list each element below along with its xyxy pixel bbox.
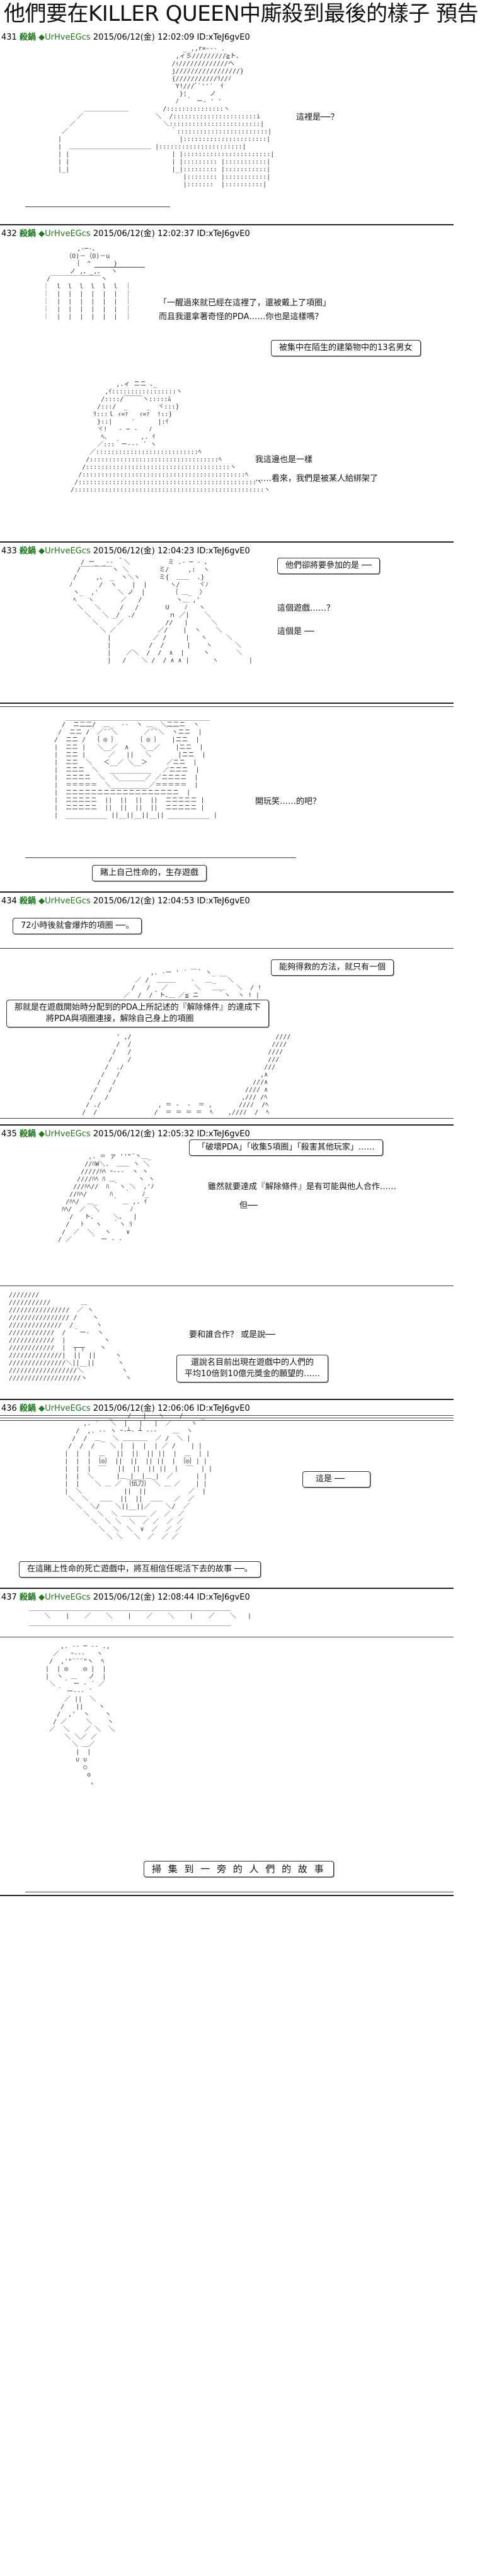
post-header: 436 殺鍋 ◆UrHveEGcs 2015/06/12(金) 12:06:06… — [1, 1401, 250, 1413]
poster-name[interactable]: 殺鍋 — [19, 33, 36, 42]
panel-line — [0, 948, 454, 949]
poster-trip: ◆UrHveEGcs — [38, 1593, 91, 1602]
narration-box: 賭上自己性命的，生存遊戲 — [92, 865, 207, 881]
panel-line — [0, 1420, 454, 1421]
panel-line — [0, 1118, 454, 1119]
poster-name[interactable]: 殺鍋 — [19, 546, 36, 556]
post-divider — [0, 703, 454, 704]
dialogue-line: 我這邊也是一樣 — [255, 455, 313, 465]
narration-box: 那就是在遊戲開始時分配到的PDA上所記述的『解除條件』的達成下 將PDA與項圈連… — [6, 1000, 269, 1027]
post-header: 435 殺鍋 ◆UrHveEGcs 2015/06/12(金) 12:05:32… — [1, 1127, 250, 1139]
narration-box: 能夠得救的方法，就只有一個 — [271, 959, 394, 976]
post-number: 436 — [1, 1404, 17, 1413]
poster-trip: ◆UrHveEGcs — [38, 546, 91, 556]
ascii-art-figure: ,-─-、 （O)－（O)－u ｛ ^ } ノ ,、_,、 ヽ /￣￣￣￣￣￣￣… — [43, 246, 132, 320]
narration-box: 「破壞PDA」「收集5項圈」「殺害其他玩家」…… — [189, 1139, 383, 1156]
post-number: 432 — [1, 229, 17, 239]
post-divider — [0, 891, 454, 893]
post-number: 433 — [1, 546, 17, 556]
narration-line: 還說名目前出現在遊戲中的人們的 — [191, 1358, 314, 1367]
poster-name[interactable]: 殺鍋 — [19, 1593, 36, 1602]
panel-line — [0, 706, 454, 707]
post-header: 433 殺鍋 ◆UrHveEGcs 2015/06/12(金) 12:04:23… — [1, 544, 250, 556]
post-number: 434 — [1, 896, 17, 906]
poster-trip: ◆UrHveEGcs — [38, 1129, 91, 1139]
post-number: 435 — [1, 1129, 17, 1139]
post-date: 2015/06/12(金) 12:08:44 ID:xTeJ6gvE0 — [93, 1593, 250, 1602]
narration-box: 還說名目前出現在遊戲中的人們的 平均10倍到10億元獎金的願望的…… — [176, 1355, 329, 1382]
narration-line: 平均10倍到10億元獎金的願望的…… — [185, 1369, 321, 1379]
poster-trip: ◆UrHveEGcs — [38, 229, 91, 239]
poster-trip: ◆UrHveEGcs — [38, 1404, 91, 1413]
post-header: 431 殺鍋 ◆UrHveEGcs 2015/06/12(金) 12:02:09… — [1, 30, 250, 42]
post-header: 434 殺鍋 ◆UrHveEGcs 2015/06/12(金) 12:04:53… — [1, 894, 250, 906]
ascii-art-figure: ,. -ー ' ´ ￣ ﾞ ヽ_ __ ／ / ＿＿＿ - ＿_ ＼ / / ／… — [123, 969, 262, 999]
panel-line — [25, 857, 296, 858]
narration-box: 他們卻將要參加的是 ── — [277, 558, 380, 574]
ascii-art-figure: / ー_ _-‐ ＾＼ ミ .- ─ - ､ /￣￣￣￣￣ヽ ＼ ミ/ ,: ヽ… — [69, 559, 253, 664]
narration-box: 這是 ── — [302, 1471, 370, 1488]
dialogue-line: 但── — [239, 1201, 258, 1211]
post-date: 2015/06/12(金) 12:05:32 ID:xTeJ6gvE0 — [93, 1129, 250, 1139]
ascii-art-figure: ＿ _ / | ヽ / ＿_ ,. ´ ＼ | | | ／ ヽ / ,. -‐ … — [64, 1413, 213, 1540]
ascii-art-figure: _ ,,r=‐‐- . ,ィ彡/////////≧ト、 /ｨ//////////… — [58, 45, 275, 188]
ascii-art-crowd: ,. -‐ ─ ‐- ., ／ ｰ‐-‐ ヽ / ,'"¨¨¨"ヽ ﾍ | | … — [45, 1643, 115, 1786]
ascii-art-figure: ' ,/ //// / / //// / / //// / / — [82, 1034, 291, 1116]
poster-name[interactable]: 殺鍋 — [19, 896, 36, 906]
dialogue-line: 而且我還拿著奇怪的PDA……你也是這樣嗎？ — [159, 312, 323, 322]
post-divider — [0, 1895, 454, 1896]
poster-trip: ◆UrHveEGcs — [38, 896, 91, 906]
post-divider — [0, 1124, 454, 1126]
ground-line — [94, 267, 145, 268]
poster-name[interactable]: 殺鍋 — [19, 1129, 36, 1139]
post-date: 2015/06/12(金) 12:06:06 ID:xTeJ6gvE0 — [93, 1404, 250, 1413]
post-number: 431 — [1, 33, 17, 42]
dialogue-line: 這個遊戲……？ — [277, 604, 335, 613]
panel-line — [0, 1415, 454, 1416]
narration-line: 將PDA與項圈連接，解除自己身上的項圈 — [46, 1014, 194, 1024]
post-divider — [0, 224, 454, 225]
narration-box: 掃 集 到 一 旁 的 人 們 的 故 事 — [144, 1861, 334, 1877]
ascii-art-figure: ,. ＝ ァ ''"¨丶＿_ //ﾊW＼. ＿＿ ヽ ＼ /////ﾊﾍ ｰ‐-… — [58, 1153, 155, 1243]
dialogue-line: 要和誰合作？ 或是說── — [189, 1330, 275, 1340]
dialogue-line: 雖然就要達成『解除條件』是有可能與他人合作…… — [208, 1182, 397, 1192]
post-number: 437 — [1, 1593, 17, 1602]
narration-box: 72小時後就會爆炸的項圈 ──。 — [13, 918, 142, 934]
post-divider — [0, 1399, 454, 1400]
post-header: 432 殺鍋 ◆UrHveEGcs 2015/06/12(金) 12:02:37… — [1, 227, 250, 239]
dialogue-line: 這裡是──？ — [296, 113, 339, 122]
dialogue-line: 開玩笑……的吧？ — [255, 797, 321, 806]
post-date: 2015/06/12(金) 12:04:23 ID:xTeJ6gvE0 — [93, 546, 250, 556]
post-divider — [0, 541, 454, 543]
ascii-art-figure: ,.ィ ニニ ､_ ,ｲ:::::::::::::::::ヽ /::::/￣￣￣… — [71, 381, 271, 494]
poster-name[interactable]: 殺鍋 — [19, 229, 36, 239]
panel-line — [0, 1285, 454, 1286]
post-header: 437 殺鍋 ◆UrHveEGcs 2015/06/12(金) 12:08:44… — [1, 1590, 250, 1602]
narration-box: 在這賭上性命的死亡遊戲中，將互相信任呢活下去的故事 ──。 — [19, 1561, 261, 1578]
dialogue-line: ……看來，我們是被某人給綁架了 — [255, 474, 379, 483]
ascii-art-figure: ＿＿＿＿＿＿＿＿＿＿＿＿＿＿＿＿＿＿＿＿＿＿＿＿＿＿＿＿＿＿＿＿ ＼ | ／ ＼… — [29, 1605, 251, 1627]
floor-line — [25, 206, 170, 207]
poster-name[interactable]: 殺鍋 — [19, 1404, 36, 1413]
dialogue-line: 這個是 ── — [277, 627, 314, 636]
post-divider — [0, 1588, 454, 1589]
dialogue-line: 「一醒過來就已經在這裡了，還被戴上了項圈」 — [159, 298, 331, 308]
poster-trip: ◆UrHveEGcs — [38, 33, 91, 42]
narration-line: 那就是在遊戲開始時分配到的PDA上所記述的『解除條件』的達成下 — [14, 1003, 261, 1012]
page-title: 他們要在KILLER QUEEN中廝殺到最後的樣子 預告 — [4, 1, 478, 26]
narration-box: 被集中在陌生的建築物中的13名男女 — [271, 340, 421, 356]
ascii-art-figure: ______________________________________ /… — [54, 714, 217, 819]
post-date: 2015/06/12(金) 12:02:09 ID:xTeJ6gvE0 — [93, 33, 250, 42]
post-date: 2015/06/12(金) 12:04:53 ID:xTeJ6gvE0 — [93, 896, 250, 906]
post-date: 2015/06/12(金) 12:02:37 ID:xTeJ6gvE0 — [93, 229, 250, 239]
ascii-art-figure: //////// /////////// ＿ //////////////// … — [9, 1292, 132, 1382]
